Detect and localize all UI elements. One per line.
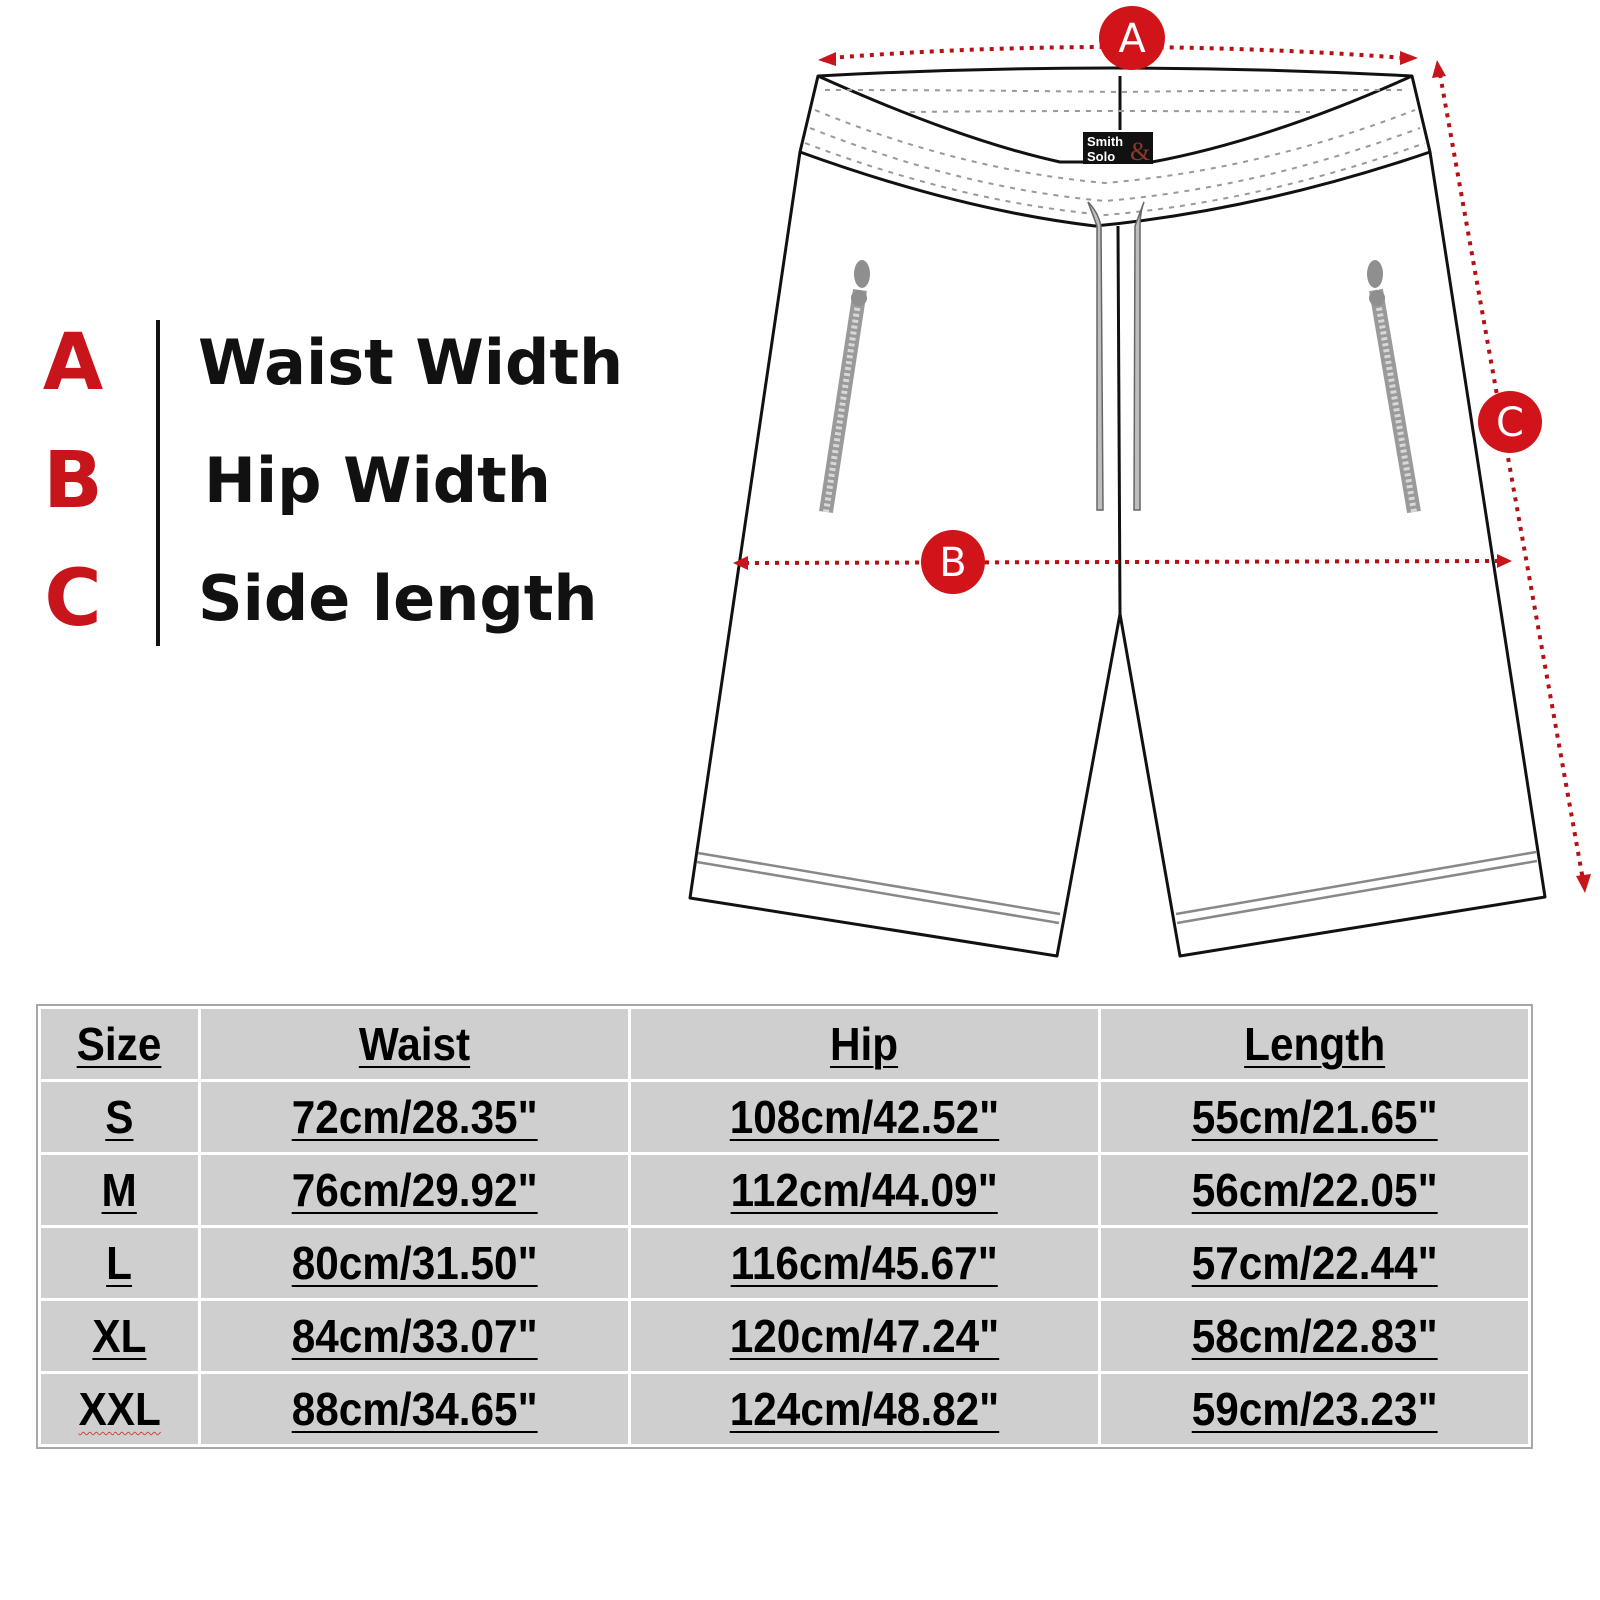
cell-waist: 76cm/29.92" xyxy=(201,1155,628,1225)
side-length-measure-line xyxy=(1432,60,1591,893)
table-row: XL 84cm/33.07" 120cm/47.24" 58cm/22.83" xyxy=(41,1301,1528,1371)
waist-measure-line xyxy=(818,45,1418,66)
brand-label: Smith Solo & xyxy=(1083,132,1153,166)
table-row: S 72cm/28.35" 108cm/42.52" 55cm/21.65" xyxy=(41,1082,1528,1152)
legend-label: Waist Width xyxy=(198,326,624,399)
brand-label-line2: Solo xyxy=(1087,149,1115,164)
cell-size: XL xyxy=(41,1301,198,1371)
table-row: L 80cm/31.50" 116cm/45.67" 57cm/22.44" xyxy=(41,1228,1528,1298)
legend-letter: A xyxy=(42,318,104,408)
cell-hip: 124cm/48.82" xyxy=(631,1374,1098,1444)
marker-a: A xyxy=(1099,6,1165,70)
cell-size: L xyxy=(41,1228,198,1298)
left-zipper xyxy=(819,260,870,514)
cell-size: M xyxy=(41,1155,198,1225)
legend-letter: C xyxy=(44,554,102,644)
legend-item-side-length: C Side length xyxy=(38,554,618,654)
drawstrings xyxy=(1087,201,1145,511)
header-waist: Waist xyxy=(201,1009,628,1079)
cell-size: XXL xyxy=(41,1374,198,1444)
marker-a-letter: A xyxy=(1118,16,1146,62)
cell-waist: 88cm/34.65" xyxy=(201,1374,628,1444)
legend-label: Side length xyxy=(198,562,598,635)
size-chart-table: Size Waist Hip Length S 72cm/28.35" 108c… xyxy=(36,1004,1533,1449)
cell-length: 58cm/22.83" xyxy=(1101,1301,1528,1371)
cell-hip: 116cm/45.67" xyxy=(631,1228,1098,1298)
marker-b: B xyxy=(921,530,985,594)
cell-waist: 80cm/31.50" xyxy=(201,1228,628,1298)
brand-label-line1: Smith xyxy=(1087,134,1123,149)
cell-waist: 72cm/28.35" xyxy=(201,1082,628,1152)
brand-label-symbol: & xyxy=(1130,137,1150,166)
table-row: XXL 88cm/34.65" 124cm/48.82" 59cm/23.23" xyxy=(41,1374,1528,1444)
cell-length: 57cm/22.44" xyxy=(1101,1228,1528,1298)
measurement-legend: A Waist Width B Hip Width C Side length xyxy=(38,318,623,648)
cell-hip: 108cm/42.52" xyxy=(631,1082,1098,1152)
marker-c: C xyxy=(1478,391,1542,453)
cell-hip: 112cm/44.09" xyxy=(631,1155,1098,1225)
cell-waist: 84cm/33.07" xyxy=(201,1301,628,1371)
marker-b-letter: B xyxy=(939,540,966,586)
cell-length: 55cm/21.65" xyxy=(1101,1082,1528,1152)
hem-lines xyxy=(696,850,1538,925)
shorts-diagram: Smith Solo & A xyxy=(688,6,1591,958)
shorts-outline xyxy=(688,66,1547,958)
header-hip: Hip xyxy=(631,1009,1098,1079)
cell-hip: 120cm/47.24" xyxy=(631,1301,1098,1371)
cell-length: 56cm/22.05" xyxy=(1101,1155,1528,1225)
marker-c-letter: C xyxy=(1496,400,1524,446)
table-row: M 76cm/29.92" 112cm/44.09" 56cm/22.05" xyxy=(41,1155,1528,1225)
legend-divider xyxy=(156,320,160,646)
cell-size: S xyxy=(41,1082,198,1152)
legend-letter: B xyxy=(43,436,103,526)
header-length: Length xyxy=(1101,1009,1528,1079)
legend-item-hip: B Hip Width xyxy=(38,436,618,536)
hip-measure-line xyxy=(733,554,1512,570)
cell-length: 59cm/23.23" xyxy=(1101,1374,1528,1444)
header-size: Size xyxy=(41,1009,198,1079)
table-header-row: Size Waist Hip Length xyxy=(41,1009,1528,1079)
center-seam xyxy=(1116,225,1122,615)
waistband-stitching xyxy=(804,89,1426,217)
legend-item-waist: A Waist Width xyxy=(38,318,623,418)
legend-label: Hip Width xyxy=(204,444,551,517)
right-zipper xyxy=(1367,260,1421,514)
